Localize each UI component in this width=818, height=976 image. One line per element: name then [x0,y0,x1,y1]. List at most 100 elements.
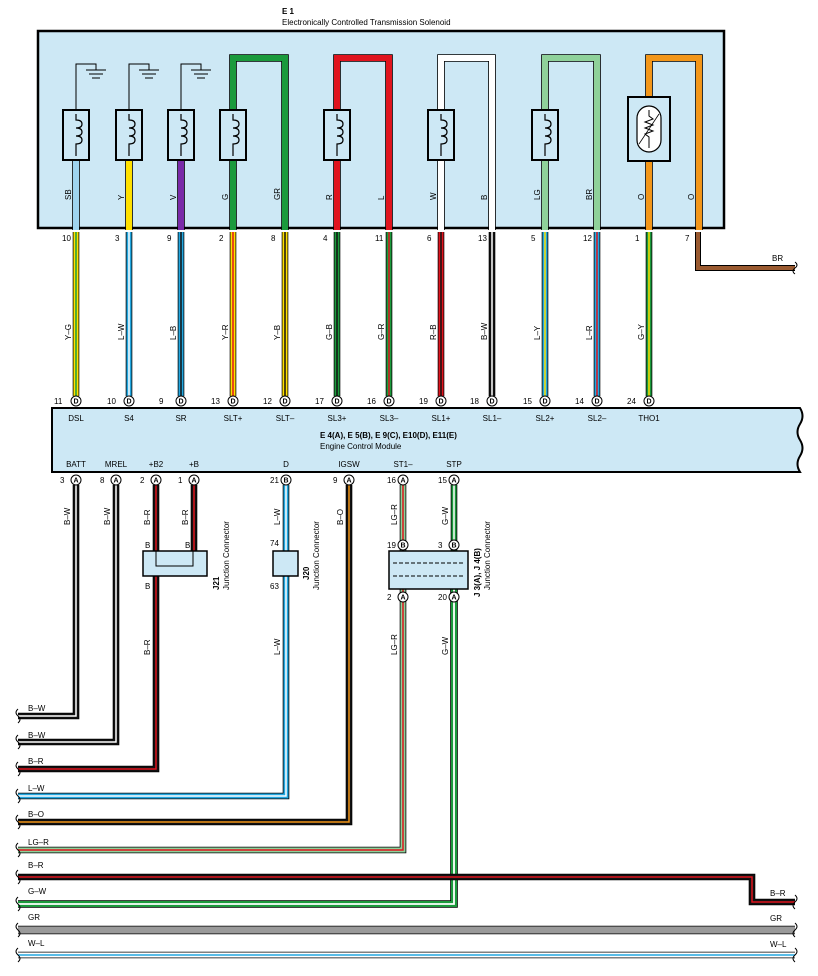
ecm-signal-label: SL3+ [328,414,347,423]
j20-name: Junction Connector [312,521,321,590]
ecm-signal-label: +B2 [149,460,164,469]
ecm-signal-label: MREL [105,460,128,469]
solenoid-pin-number: 9 [167,234,172,243]
ecm-top-pin: D [383,395,395,407]
ecm-bottom-pin-number: 2 [140,476,145,485]
ecm-top-pin: D [331,395,343,407]
ecm-top-pin-number: 16 [367,397,376,406]
left-bus-label: B–W [28,704,46,713]
ecm-top-pins: D11DSLD10S4D9SRD13SLT+D12SLT–D17SL3+D16S… [54,395,660,423]
j3-top-pin-number: 3 [438,541,443,550]
ecm-signal-label: +B [189,460,199,469]
ecm-top-pin-number: 11 [54,397,63,406]
pin-letter: D [282,399,287,406]
pin-letter: D [542,399,547,406]
j20-pin-bottom: 63 [270,582,279,591]
br-output-label: BR [772,254,783,263]
pin-letter: A [400,595,405,602]
j21-code: J21 [212,576,221,590]
pin-letter: A [346,478,351,485]
inner-wire-label: W [429,192,438,200]
j3-top-pin: B [448,539,460,551]
down-wire-label: LG–R [390,504,399,525]
upper-wire-label: L–R [585,325,594,340]
upper-wire-label: G–Y [637,323,646,340]
solenoid-loop-wire [645,54,703,230]
break-mark [15,734,21,750]
pin-letter: B [283,478,288,485]
left-bus-label: B–W [28,731,46,740]
ecm-top-pin-number: 24 [627,397,636,406]
j3-top-pin-number: 19 [387,541,396,550]
down-wire-label: G–W [441,506,450,525]
break-mark [792,894,798,910]
ecm-top-pin: D [227,395,239,407]
upper-wire-label: G–R [377,323,386,340]
break-mark [15,947,21,963]
down-wire-label: B–R [143,509,152,525]
inner-wire-label: O [637,194,646,200]
break-mark [15,922,21,938]
ecm-header: E 4(A), E 5(B), E 9(C), E10(D), E11(E) [320,431,457,440]
ecm-bottom-pin-number: 1 [178,476,183,485]
coil-icon [115,109,143,161]
ecm-bottom-pin: A [150,474,162,486]
inner-wire-label: SB [64,189,73,200]
ecm-top-pin-number: 9 [159,397,164,406]
ecm-signal-label: SR [175,414,186,423]
ecm-top-pin: D [279,395,291,407]
left-bus-label: L–W [28,784,45,793]
left-bus-label: B–R [28,757,44,766]
ecm-signal-label: BATT [66,460,86,469]
upper-wire-label: B–W [480,322,489,340]
left-bus-label: B–R [28,861,44,870]
upper-wire-label: R–B [429,324,438,340]
wire-igsw [18,485,353,826]
ecm-top-pin: D [123,395,135,407]
upper-wire-label: Y–B [273,325,282,340]
ecm-signal-label: ST1– [393,460,413,469]
solenoid-title: Electronically Controlled Transmission S… [282,18,451,27]
break-mark [15,869,21,885]
wire-b2-lower [18,576,160,773]
pin-letter: A [113,478,118,485]
ecm-signal-label: DSL [68,414,84,423]
ecm-top-pin: D [643,395,655,407]
inner-wire-label: R [325,194,334,200]
ecm-signal-label: SL2– [588,414,607,423]
pin-letter: D [334,399,339,406]
ecm-top-pin: D [435,395,447,407]
ecm-top-pin-number: 18 [470,397,479,406]
upper-wire-label: L–W [117,323,126,340]
pin-letter: A [191,478,196,485]
ecm-top-pin-number: 19 [419,397,428,406]
pin-letter: A [451,478,456,485]
left-bus-label: W–L [28,939,45,948]
pin-letter: D [73,399,78,406]
solenoid-loop-wire [333,54,393,230]
solenoid-pin-number: 6 [427,234,432,243]
pin-letter: B [400,543,405,550]
pin-letter: D [126,399,131,406]
inner-wire-label: B [480,195,489,200]
left-bus-label: G–W [28,887,47,896]
ecm-signal-label: SL3– [380,414,399,423]
solenoid-pin-number: 3 [115,234,120,243]
ecm-signal-label: IGSW [338,460,360,469]
j20-pin-top: 74 [270,539,279,548]
upper-wire-label: Y–G [64,324,73,340]
j3-bottom-pin-number: 20 [438,593,447,602]
lower-wire-label: L–W [273,638,282,655]
solenoid-loop-wire [541,54,601,230]
down-wire-label: B–O [336,509,345,525]
ecm-top-pin: D [591,395,603,407]
j3-code: J 3(A), J 4(B) [473,548,482,597]
solenoid-pin-number: 10 [62,234,71,243]
j3-bottom-pin: A [397,591,409,603]
upper-wire-label: L–B [169,326,178,340]
ecm-top-pin-number: 15 [523,397,532,406]
junction-j21: B B B J21 Junction Connector [142,521,231,591]
